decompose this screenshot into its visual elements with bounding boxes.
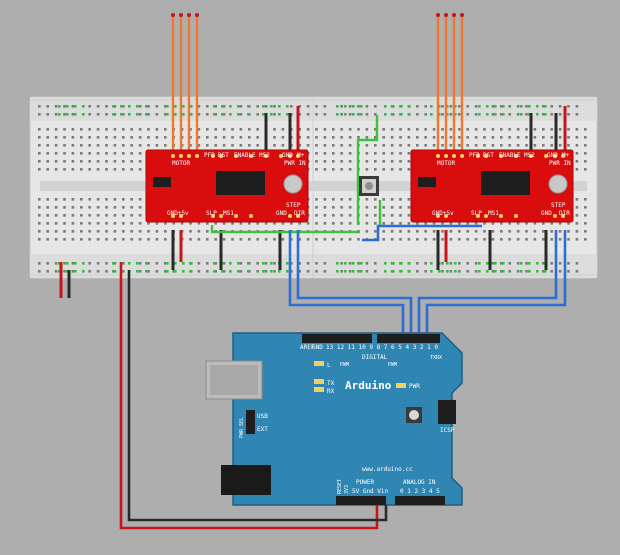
arduino-label-icsp: ICSP (440, 427, 455, 434)
arduino-pin-numbers: 13 12 11 10 9 8 7 6 5 4 3 2 1 0 (326, 344, 438, 351)
arduino-led-l: L (327, 362, 331, 369)
arduino-label-rx-pin: RX (436, 355, 442, 361)
driver-label-pfd: PFD (469, 152, 480, 159)
driver-label-slp: SLP (471, 210, 482, 217)
driver-label-pwr-in: PWR IN (284, 160, 306, 167)
arduino-label-ext: EXT (257, 426, 268, 433)
driver-label-rst: RST (218, 152, 229, 159)
arduino-label-pwm-1: PWM (340, 362, 349, 368)
arduino-analog-pins: 0 1 2 3 4 5 (400, 488, 440, 495)
driver-label-gnd2: GND (541, 210, 552, 217)
driver-label-step: STEP (286, 202, 301, 209)
driver-label-step: STEP (551, 202, 566, 209)
arduino-label-pwr-sel: PWR SEL (239, 417, 245, 438)
bottom-power-jumpers (59, 230, 548, 298)
arduino-logo: Arduino (345, 379, 392, 392)
driver-label-m-plus: M+ (562, 152, 570, 159)
driver-label-ms2: MS2 (259, 152, 270, 159)
driver-label-dir: DIR (559, 210, 570, 217)
driver-label-gnd2: GND (276, 210, 287, 217)
driver-label-m-plus: M+ (297, 152, 305, 159)
driver-label-gnd-5v: GND+5v (432, 210, 454, 217)
driver-label-gnd-5v: GND+5v (167, 210, 189, 217)
top-power-jumpers (264, 106, 567, 150)
driver-label-pwr-in: PWR IN (549, 160, 571, 167)
stepper-driver-right: PFD RST ENABLE MS2 GND M+ MOTOR PWR IN S… (410, 149, 574, 223)
driver-label-ms1: MS1 (223, 210, 234, 217)
button-wires (210, 115, 382, 234)
step-dir-wires (288, 224, 567, 333)
arduino-url: www.arduino.cc (362, 466, 413, 473)
arduino-label-usb: USB (257, 413, 268, 420)
motor-wires (171, 15, 464, 153)
driver-label-dir: DIR (294, 210, 305, 217)
driver-label-enable: ENABLE (499, 152, 521, 159)
arduino-label-pwr: PWR (409, 383, 420, 390)
driver-label-ms2: MS2 (524, 152, 535, 159)
arduino-label-gnd: GND (312, 344, 323, 351)
arduino-supply-wires (119, 262, 388, 530)
driver-label-gnd: GND (547, 152, 558, 159)
arduino-label-analog-in: ANALOG IN (403, 479, 436, 486)
driver-label-slp: SLP (206, 210, 217, 217)
driver-label-ms1: MS1 (488, 210, 499, 217)
stepper-driver-left: PFD RST ENABLE MS2 GND M+ MOTOR PWR IN S… (145, 149, 309, 223)
arduino-led-tx: TX (327, 380, 335, 387)
driver-label-gnd: GND (282, 152, 293, 159)
driver-label-rst: RST (483, 152, 494, 159)
arduino-label-3v3: 3V3 (344, 485, 350, 494)
driver-label-motor: MOTOR (437, 160, 455, 167)
arduino-label-aref: AREF (300, 344, 315, 351)
arduino-power-pins: 5V Gnd Vin (352, 488, 389, 495)
arduino-label-power: POWER (356, 479, 374, 486)
arduino-label-reset: RESET (337, 479, 343, 494)
driver-label-pfd: PFD (204, 152, 215, 159)
push-button[interactable] (359, 176, 379, 196)
driver-label-enable: ENABLE (234, 152, 256, 159)
motor-wire-tips (171, 13, 464, 17)
arduino-led-rx: RX (327, 388, 335, 395)
arduino-label-tx-pin: TX (430, 355, 436, 361)
breadboard-connected-holes (58, 105, 547, 273)
arduino-label-digital: DIGITAL (362, 354, 388, 361)
arduino-board: AREF GND 13 12 11 10 9 8 7 6 5 4 3 2 1 0… (205, 332, 463, 506)
driver-label-motor: MOTOR (172, 160, 190, 167)
arduino-label-pwm-2: PWM (388, 362, 397, 368)
